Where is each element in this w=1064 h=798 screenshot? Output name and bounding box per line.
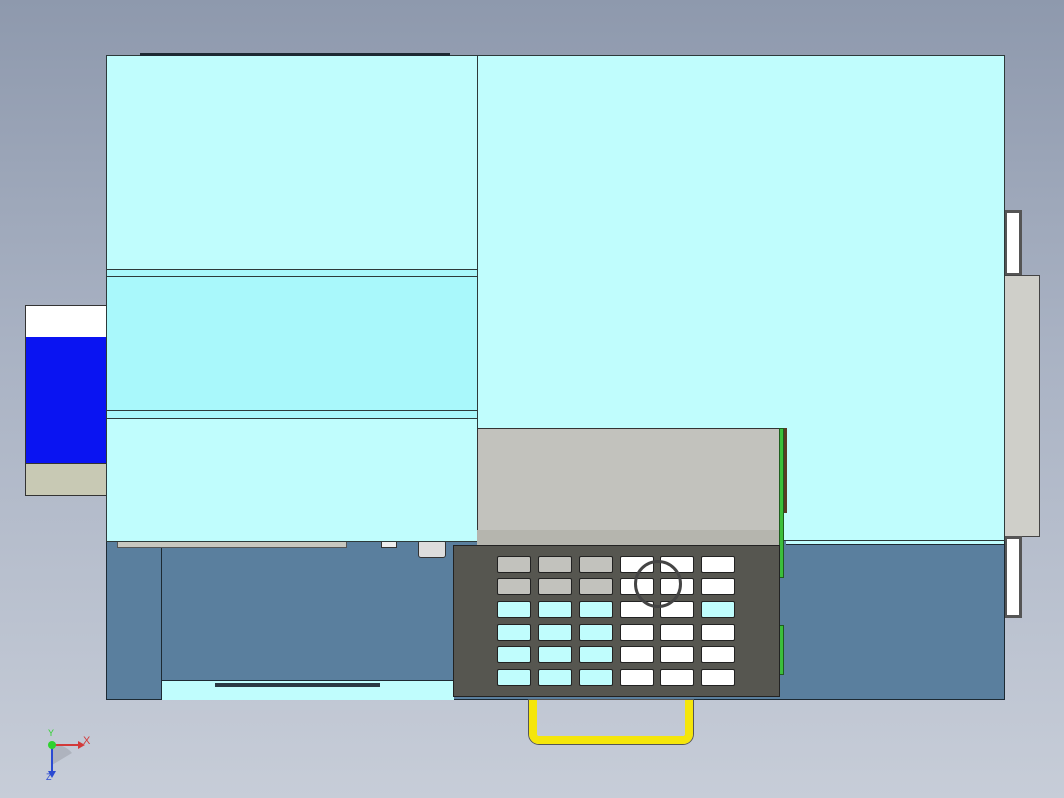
panel-key[interactable]: [701, 601, 735, 618]
panel-key[interactable]: [620, 646, 654, 663]
door-top-line: [106, 276, 478, 277]
hood-ledge: [477, 530, 781, 546]
panel-key[interactable]: [497, 601, 531, 618]
right-bracket-top: [1004, 210, 1022, 276]
door-bottom-line: [106, 410, 478, 411]
panel-key[interactable]: [620, 601, 654, 618]
indicator-strip-edge: [784, 428, 787, 513]
enclosure-top-edge: [140, 53, 450, 56]
panel-key[interactable]: [538, 601, 572, 618]
panel-key[interactable]: [579, 578, 613, 595]
enclosure-left-bottom: [106, 418, 478, 542]
panel-key[interactable]: [538, 669, 572, 686]
panel-key[interactable]: [620, 624, 654, 641]
panel-key[interactable]: [497, 646, 531, 663]
operator-panel: [453, 545, 780, 697]
panel-key[interactable]: [620, 669, 654, 686]
panel-key[interactable]: [497, 578, 531, 595]
axis-triad-icon: [40, 735, 95, 780]
panel-key[interactable]: [538, 556, 572, 573]
panel-key[interactable]: [660, 624, 694, 641]
panel-key[interactable]: [701, 646, 735, 663]
panel-key[interactable]: [701, 556, 735, 573]
right-bracket-panel: [1004, 275, 1040, 537]
panel-key[interactable]: [579, 669, 613, 686]
panel-key[interactable]: [660, 646, 694, 663]
panel-handle: [529, 700, 693, 744]
enclosure-left-door: [106, 269, 478, 419]
axis-z-label: Z: [46, 772, 52, 782]
panel-key[interactable]: [701, 669, 735, 686]
base-left-column: [106, 540, 162, 700]
panel-key[interactable]: [701, 624, 735, 641]
panel-key[interactable]: [579, 556, 613, 573]
panel-dial[interactable]: [634, 560, 682, 608]
panel-key[interactable]: [660, 669, 694, 686]
base-rail-slots: [215, 683, 380, 687]
side-box: [25, 305, 109, 496]
panel-key[interactable]: [579, 646, 613, 663]
panel-key[interactable]: [538, 578, 572, 595]
indicator-strip-upper: [779, 428, 784, 578]
right-bracket-bottom: [1004, 536, 1022, 618]
panel-key[interactable]: [538, 646, 572, 663]
panel-key[interactable]: [701, 578, 735, 595]
enclosure-left-top: [106, 55, 478, 270]
panel-key[interactable]: [579, 601, 613, 618]
panel-key[interactable]: [538, 624, 572, 641]
base-connector-fitting: [418, 540, 446, 558]
axis-y-label: Y: [48, 728, 55, 738]
panel-key[interactable]: [497, 669, 531, 686]
side-box-base: [26, 463, 108, 495]
operator-hood: [477, 428, 781, 536]
panel-key[interactable]: [497, 556, 531, 573]
side-box-blue-panel: [26, 337, 108, 463]
axis-x-label: X: [83, 735, 91, 747]
panel-key[interactable]: [497, 624, 531, 641]
panel-key[interactable]: [579, 624, 613, 641]
